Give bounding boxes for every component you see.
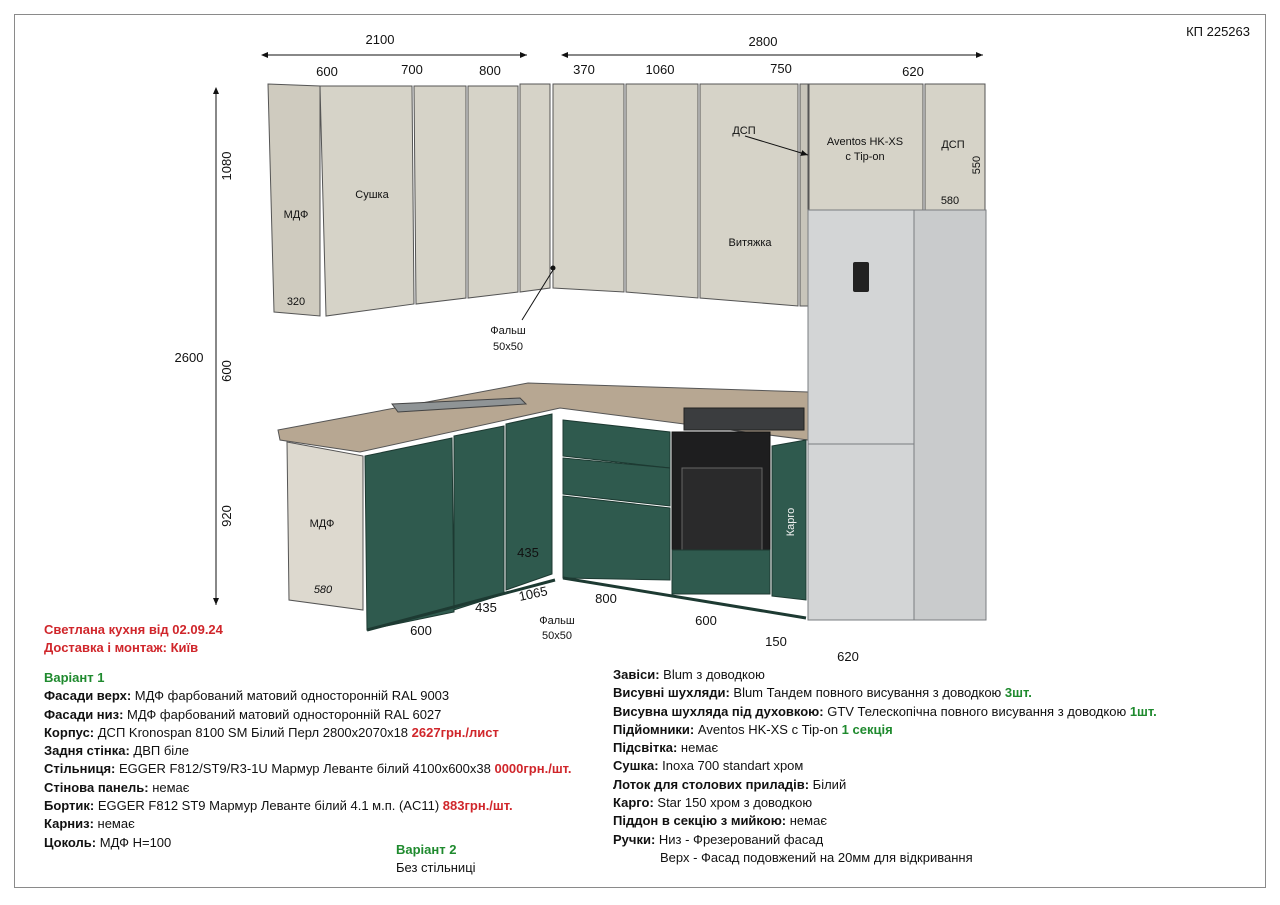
variant2-text: Без стільниці bbox=[396, 860, 476, 876]
dim-upper-370: 370 bbox=[573, 62, 595, 77]
dim-top-right-total: 2800 bbox=[749, 34, 778, 49]
dim-base-800: 800 bbox=[595, 591, 617, 606]
dim-upper-800: 800 bbox=[479, 63, 501, 78]
variant1-row: Фасади верх: МДФ фарбований матовий одно… bbox=[44, 688, 450, 704]
variant1-row: Стільниця: EGGER F812/ST9/R3-1U Мармур Л… bbox=[44, 761, 572, 777]
dim-base-150: 150 bbox=[765, 634, 787, 649]
label-vytyazhka: Витяжка bbox=[728, 237, 772, 249]
dim-base-620: 620 bbox=[837, 649, 859, 664]
label-sushka: Сушка bbox=[355, 189, 389, 201]
label-dsp-right: ДСП bbox=[941, 139, 964, 151]
dim-top-box-height: 550 bbox=[971, 156, 983, 174]
variant2-block: Варіант 2 Без стільниці bbox=[396, 841, 476, 878]
dim-base-height: 920 bbox=[219, 505, 234, 527]
label-kargo: Карго bbox=[785, 508, 797, 537]
dim-upper-depth: 320 bbox=[287, 296, 305, 308]
order-delivery: Доставка і монтаж: Київ bbox=[44, 640, 199, 656]
specs-block: Завіси: Blum з доводкою Висувні шухляди:… bbox=[613, 666, 1157, 867]
dimension-lines bbox=[213, 52, 983, 605]
dim-base-600-left: 600 bbox=[410, 623, 432, 638]
variant2-title: Варіант 2 bbox=[396, 842, 457, 857]
order-title: Светлана кухня від 02.09.24 bbox=[44, 622, 223, 637]
dim-base-435: 435 bbox=[475, 600, 497, 615]
spec-row: Висувні шухляди: Blum Тандем повного вис… bbox=[613, 685, 1032, 701]
project-code: КП 225263 bbox=[1186, 24, 1250, 39]
spec-row: Висувна шухляда під духовкою: GTV Телеск… bbox=[613, 703, 1157, 719]
spec-row: Сушка: Inoxa 700 standart хром bbox=[613, 758, 804, 774]
label-aventos-2: с Tip-on bbox=[845, 151, 884, 163]
dim-height-total: 2600 bbox=[175, 350, 204, 365]
dim-upper-height: 1080 bbox=[219, 152, 234, 181]
variant1-title: Варіант 1 bbox=[44, 670, 105, 685]
variant1-row: Бортик: EGGER F812 ST9 Мармур Леванте бі… bbox=[44, 798, 513, 814]
dim-top-left-total: 2100 bbox=[366, 32, 395, 47]
spec-handles-top: Верх - Фасад подовжений на 20мм для відк… bbox=[660, 849, 973, 865]
variant1-row: Корпус: ДСП Kronospan 8100 SM Білий Перл… bbox=[44, 724, 499, 740]
dim-top-box-depth: 580 bbox=[941, 195, 959, 207]
label-falsh-upper-1: Фальш bbox=[490, 325, 526, 337]
dim-inner-depth: 435 bbox=[517, 545, 539, 560]
spec-row: Підйомники: Aventos HK-XS с Tip-on 1 сек… bbox=[613, 721, 893, 737]
countertop bbox=[277, 382, 809, 453]
drawing-frame bbox=[14, 14, 1266, 888]
spec-row: Піддон в секцію з мийкою: немає bbox=[613, 813, 827, 829]
dim-gap-height: 600 bbox=[219, 360, 234, 382]
dim-upper-1060: 1060 bbox=[646, 62, 675, 77]
variant1-row: Задня стінка: ДВП біле bbox=[44, 743, 190, 759]
dim-base-depth: 580 bbox=[314, 584, 333, 596]
label-mdf-base: МДФ bbox=[310, 518, 335, 530]
dim-upper-600: 600 bbox=[316, 64, 338, 79]
spec-row: Завіси: Blum з доводкою bbox=[613, 667, 765, 682]
order-header: Светлана кухня від 02.09.24 Доставка і м… bbox=[44, 621, 223, 658]
base-cabinets bbox=[286, 413, 807, 632]
dim-base-600-right: 600 bbox=[695, 613, 717, 628]
variant1-block: Варіант 1 Фасади верх: МДФ фарбований ма… bbox=[44, 669, 572, 852]
dim-upper-700: 700 bbox=[401, 62, 423, 77]
component-labels: МДФ Сушка ДСП Aventos HK-XS с Tip-on ДСП… bbox=[284, 125, 965, 642]
variant1-row: Карниз: немає bbox=[44, 816, 135, 832]
spec-row: Карго: Star 150 хром з доводкою bbox=[613, 795, 813, 811]
spec-row: Ручки: Низ - Фрезерований фасад bbox=[613, 831, 824, 847]
variant1-row: Стінова панель: немає bbox=[44, 779, 190, 795]
label-mdf-upper: МДФ bbox=[284, 209, 309, 221]
label-dsp-left: ДСП bbox=[732, 125, 755, 137]
label-falsh-upper-2: 50x50 bbox=[493, 341, 523, 353]
dim-upper-620: 620 bbox=[902, 64, 924, 79]
variant1-row: Цоколь: МДФ H=100 bbox=[44, 834, 172, 850]
label-aventos-1: Aventos HK-XS bbox=[827, 136, 903, 148]
variant1-row: Фасади низ: МДФ фарбований матовий однос… bbox=[44, 706, 442, 722]
spec-row: Підсвітка: немає bbox=[613, 740, 719, 756]
upper-cabinets-left bbox=[267, 83, 551, 317]
fridge bbox=[807, 209, 987, 621]
label-falsh-lower-2: 50x50 bbox=[542, 630, 572, 642]
label-falsh-lower-1: Фальш bbox=[539, 615, 575, 627]
upper-cabinets-right bbox=[521, 83, 986, 321]
dim-upper-750: 750 bbox=[770, 61, 792, 76]
dimension-texts: 2100 2800 600 700 800 370 1060 750 620 2… bbox=[175, 32, 983, 664]
dim-base-1065: 1065 bbox=[517, 583, 548, 604]
spec-row: Лоток для столових приладів: Білий bbox=[613, 776, 847, 792]
